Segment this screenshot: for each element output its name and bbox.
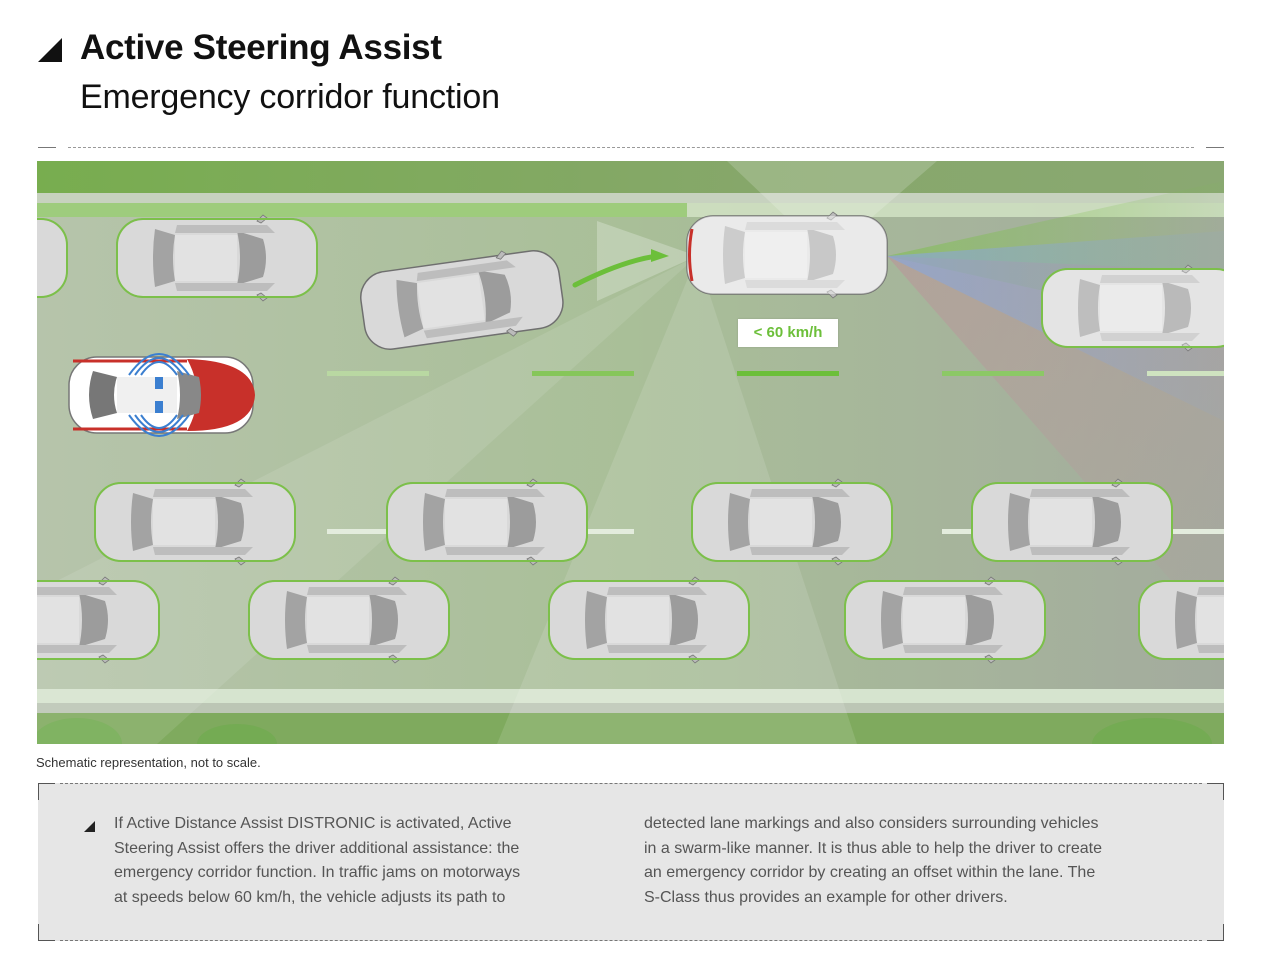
illustration-caption: Schematic representation, not to scale. <box>36 755 261 770</box>
info-text-right: detected lane markings and also consider… <box>644 812 1184 910</box>
lane-markings-upper <box>327 371 1224 376</box>
info-line: emergency corridor function. In traffic … <box>114 864 521 881</box>
lane-shift-arrow-icon <box>572 249 669 288</box>
info-box: If Active Distance Assist DISTRONIC is a… <box>38 783 1224 941</box>
car-middle-lane-3 <box>691 478 893 566</box>
speed-threshold-label: < 60 km/h <box>738 319 838 347</box>
car-bottom-lane-3 <box>548 576 750 664</box>
info-line: If Active Distance Assist DISTRONIC is a… <box>114 815 512 832</box>
info-line: at speeds below 60 km/h, the vehicle adj… <box>114 888 506 906</box>
info-line: Steering Assist offers the driver additi… <box>114 839 520 857</box>
car-top-lane-1 <box>37 214 68 302</box>
car-bottom-lane-2 <box>248 576 450 664</box>
ego-vehicle <box>686 211 888 299</box>
info-line: in a swarm-like manner. It is thus able … <box>644 839 1102 857</box>
car-middle-lane-1 <box>94 478 296 566</box>
page-title: Active Steering Assist <box>80 28 442 67</box>
top-verge <box>37 161 1224 193</box>
car-bottom-lane-4 <box>844 576 1046 664</box>
car-top-lane-2 <box>116 214 318 302</box>
bullet-triangle-icon <box>84 821 95 832</box>
traffic-illustration <box>37 161 1224 744</box>
siren-waves-icon <box>128 353 190 437</box>
car-bottom-lane-5 <box>1138 576 1224 664</box>
info-line: an emergency corridor by creating an off… <box>644 864 1096 881</box>
info-line: detected lane markings and also consider… <box>644 815 1099 832</box>
car-top-lane-4 <box>1041 264 1224 352</box>
page-subtitle: Emergency corridor function <box>80 78 500 116</box>
info-text-left: If Active Distance Assist DISTRONIC is a… <box>114 812 604 910</box>
car-bottom-lane-1 <box>37 576 160 664</box>
emergency-vehicle-icon <box>68 353 255 437</box>
car-middle-lane-4 <box>971 478 1173 566</box>
title-triangle-icon <box>38 38 62 62</box>
info-line: S-Class thus provides an example for oth… <box>644 888 1008 906</box>
car-middle-lane-2 <box>386 478 588 566</box>
